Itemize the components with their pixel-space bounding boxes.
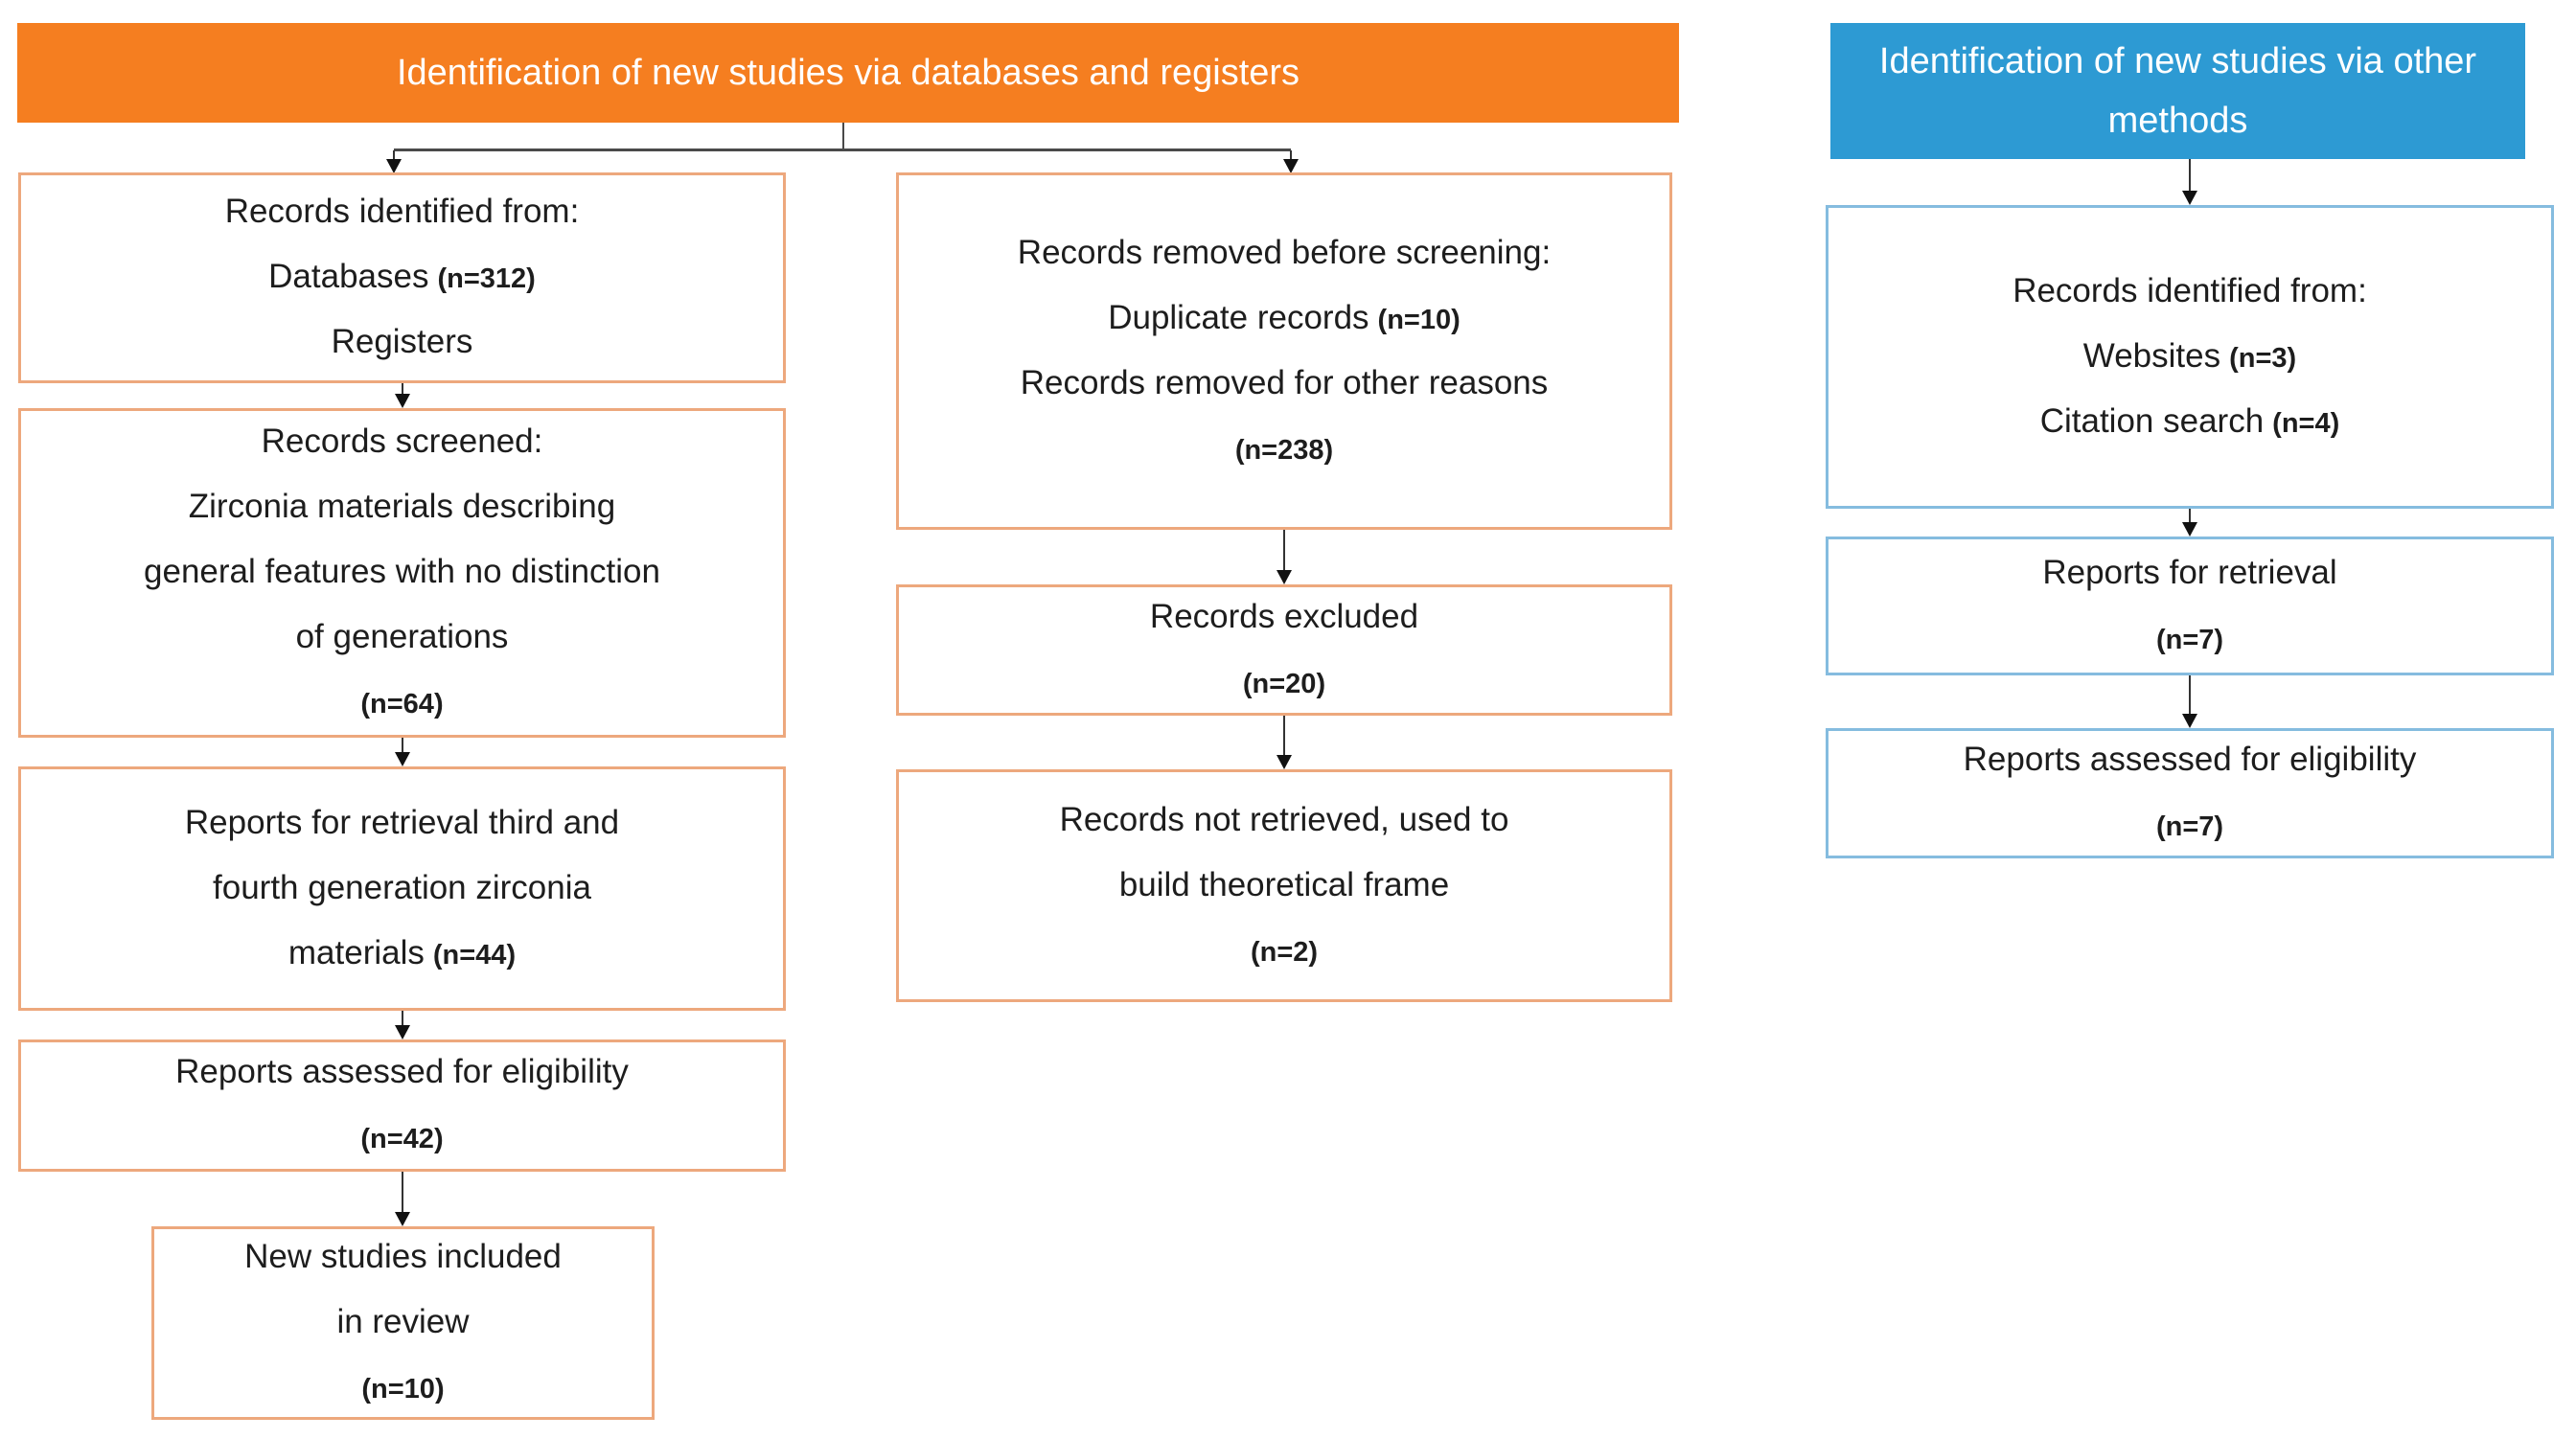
- header-databases-registers: Identification of new studies via databa…: [17, 23, 1679, 123]
- arrow-retrieval-to-assessed: [395, 1011, 410, 1039]
- connector-split-horizontal: [394, 148, 1291, 151]
- arrow-identified-to-retrieval-other: [2182, 509, 2197, 537]
- connector-split-stub: [842, 123, 844, 148]
- box-records-screened: Records screened: Zirconia materials des…: [18, 408, 786, 738]
- arrow-excluded-to-not-retrieved: [1276, 716, 1292, 769]
- box-reports-for-retrieval-other: Reports for retrieval (n=7): [1826, 537, 2554, 675]
- arrow-split-to-records-identified: [386, 150, 402, 173]
- arrow-retrieval-to-assessed-other: [2182, 675, 2197, 728]
- header-other-methods: Identification of new studies via other …: [1830, 23, 2525, 159]
- arrow-header-to-identified-other: [2182, 159, 2197, 205]
- header-databases-registers-label: Identification of new studies via databa…: [396, 53, 1300, 93]
- arrow-removed-to-excluded: [1276, 530, 1292, 584]
- box-reports-for-retrieval-generations: Reports for retrieval third and fourth g…: [18, 766, 786, 1011]
- box-new-studies-included: New studies included in review (n=10): [151, 1226, 655, 1420]
- box-records-removed-before-screening: Records removed before screening: Duplic…: [896, 172, 1672, 530]
- box-records-not-retrieved: Records not retrieved, used to build the…: [896, 769, 1672, 1002]
- arrow-screened-to-retrieval: [395, 738, 410, 766]
- arrow-split-to-records-removed: [1283, 150, 1299, 173]
- header-other-methods-label: Identification of new studies via other …: [1878, 41, 2477, 141]
- box-records-excluded: Records excluded (n=20): [896, 584, 1672, 716]
- box-records-identified-databases: Records identified from: Databases(n=312…: [18, 172, 786, 383]
- arrow-assessed-to-included: [395, 1172, 410, 1226]
- box-reports-assessed-eligibility: Reports assessed for eligibility (n=42): [18, 1039, 786, 1172]
- box-reports-assessed-other: Reports assessed for eligibility (n=7): [1826, 728, 2554, 858]
- arrow-identified-to-screened: [395, 383, 410, 408]
- box-records-identified-other: Records identified from: Websites(n=3) C…: [1826, 205, 2554, 509]
